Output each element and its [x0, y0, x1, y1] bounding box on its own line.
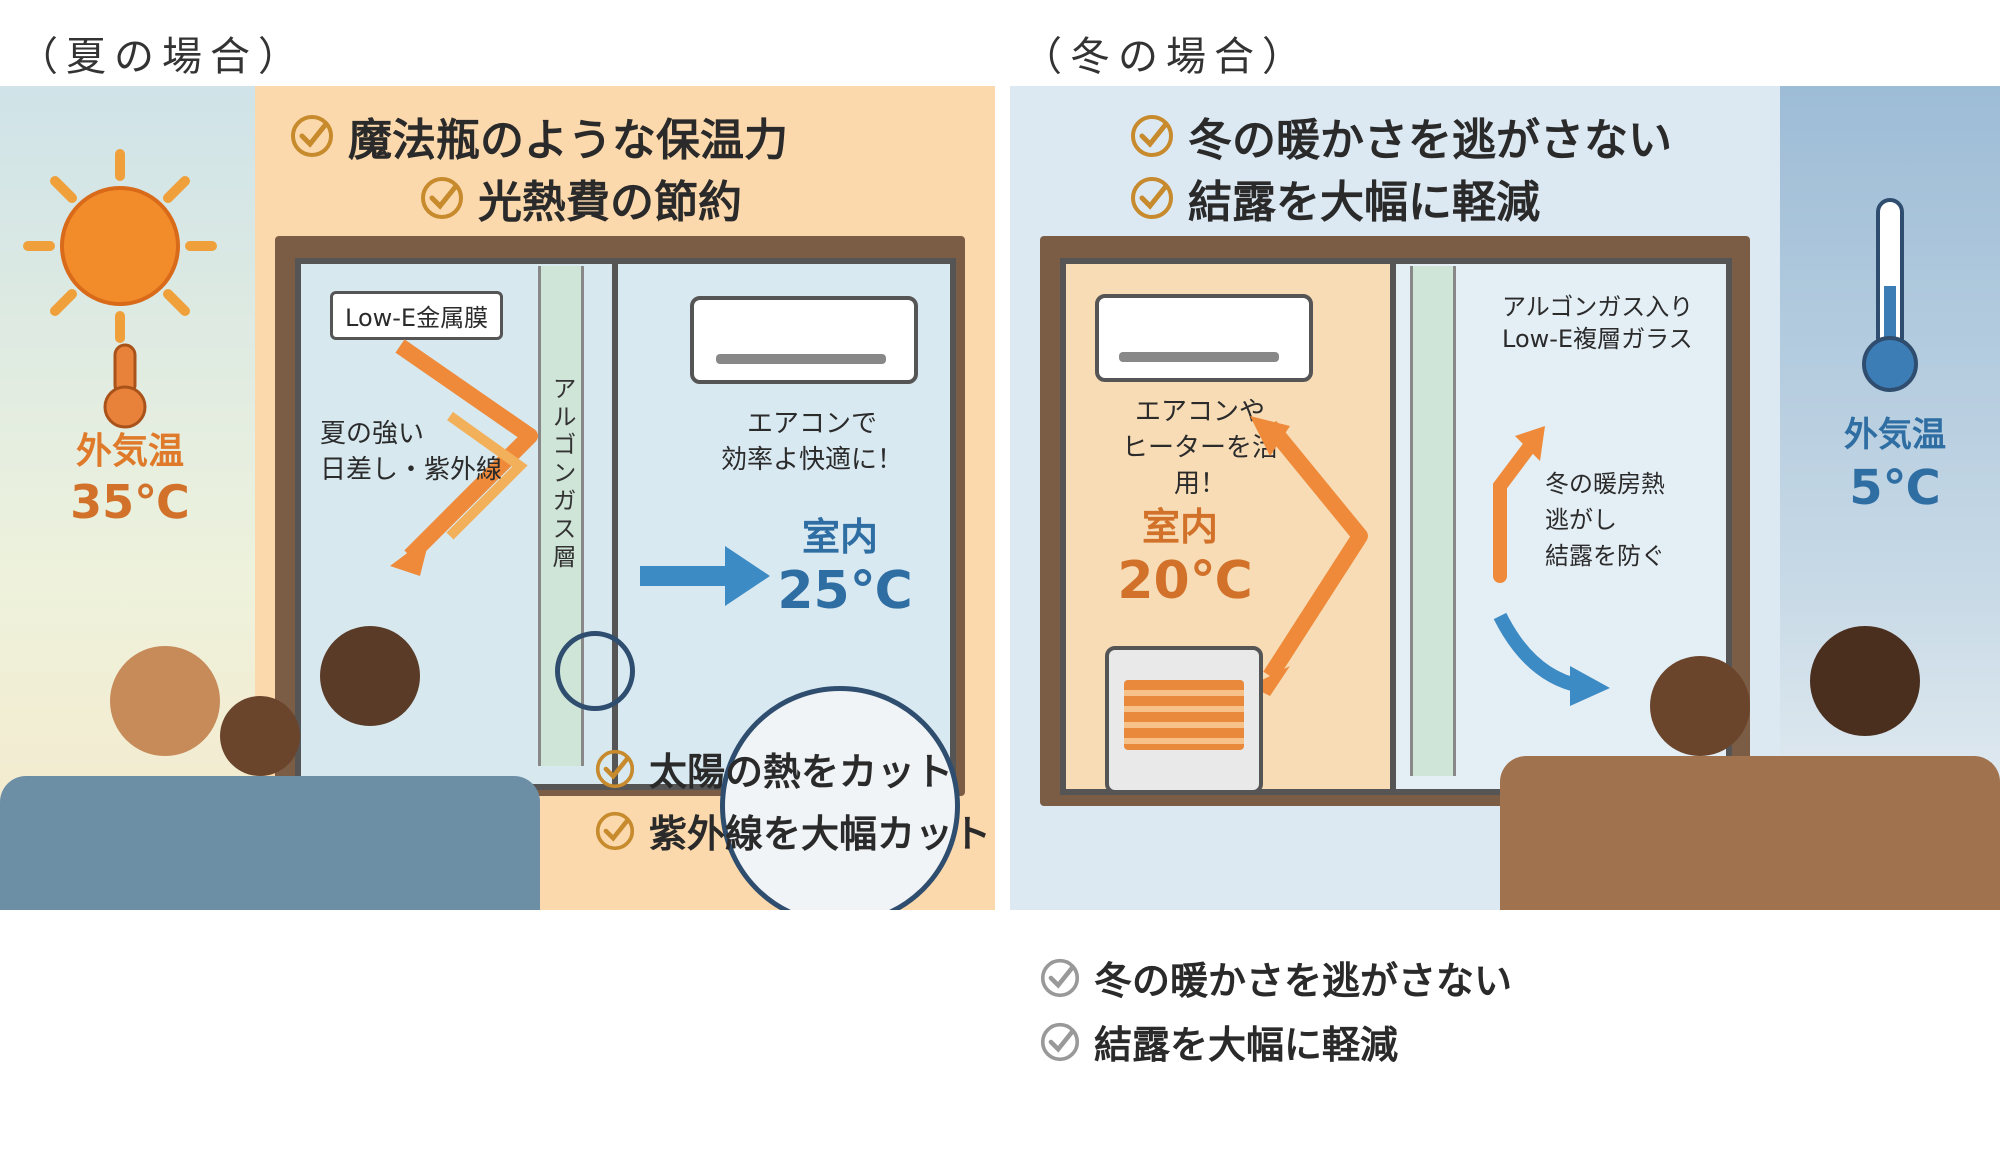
summer-heading: （夏の場合） [18, 34, 306, 80]
thermometer-cold-icon [1862, 198, 1918, 392]
summer-check-bottom-1: 太陽の熱をカット [595, 741, 953, 796]
heat-arrows [1250, 416, 1368, 696]
check-icon [1130, 176, 1174, 220]
winter-glass-label-line-2: Low-E複層ガラス [1502, 325, 1693, 353]
summer-outside-label: 外気温 [75, 431, 184, 472]
check-icon [595, 749, 635, 789]
summer-check-bottom-2-text: 紫外線を大幅カット [649, 812, 992, 856]
winter-outside-label: 外気温 [1844, 415, 1946, 455]
summer-check-bottom-2: 紫外線を大幅カット [595, 803, 991, 858]
argon-layer-label: アルゴンガス層 [548, 376, 576, 572]
glass-magnifier [720, 686, 960, 910]
winter-check-bottom-1: 冬の暖かさを逃がさない [1040, 950, 1512, 1005]
thermometer-hot-icon [103, 343, 147, 429]
summer-check-top-1: 魔法瓶のような保温力 [290, 104, 788, 168]
summer-check-top-2-text: 光熱費の節約 [478, 177, 742, 228]
lowe-film-label: Low-E金属膜 [330, 291, 504, 340]
heat-text-line-2: ヒーターを活用！ [1121, 433, 1278, 499]
sun-text: 夏の強い 日差し・紫外線 [320, 416, 502, 488]
air-conditioner [690, 296, 918, 384]
heat-text: エアコンや ヒーターを活用！ [1100, 394, 1300, 502]
winter-check-top-2: 結露を大幅に軽減 [1130, 166, 1540, 230]
check-icon [1040, 1022, 1080, 1062]
check-icon [1130, 114, 1174, 158]
summer-room-label: 室内 [801, 515, 878, 559]
glass-magnifier-source [555, 631, 635, 711]
winter-air-conditioner [1095, 294, 1313, 382]
winter-check-top-1-text: 冬の暖かさを逃がさない [1188, 115, 1672, 166]
winter-check-bottom-2-text: 結露を大幅に軽減 [1094, 1023, 1399, 1067]
check-icon [420, 176, 464, 220]
heater [1105, 646, 1263, 794]
winter-check-bottom-2: 結露を大幅に軽減 [1040, 1014, 1398, 1069]
check-icon [290, 114, 334, 158]
winter-panel: 外気温 5℃ 冬の暖かさを逃がさない 結露を大幅に軽減 アルゴンガス入り Low… [1010, 86, 2000, 910]
sun-text-line-2: 日差し・紫外線 [320, 455, 503, 485]
winter-room-temp: 20℃ [1117, 551, 1253, 611]
winter-outside-temp: 5℃ [1849, 460, 1941, 516]
check-icon [595, 811, 635, 851]
cool-arrow [640, 546, 770, 606]
winter-heading: （冬の場合） [1022, 34, 1310, 80]
keep-text-line-3: 結露を防ぐ [1545, 542, 1665, 570]
summer-family [90, 626, 470, 846]
winter-check-bottom-1-text: 冬の暖かさを逃がさない [1094, 959, 1513, 1003]
winter-sofa [1500, 756, 2000, 910]
winter-couple [1610, 606, 1950, 826]
winter-glass-label-line-1: アルゴンガス入り [1502, 293, 1694, 321]
ac-text-line-2: 効率よ快適に！ [720, 445, 903, 475]
summer-check-top-1-text: 魔法瓶のような保温力 [348, 115, 788, 166]
winter-room-label: 室内 [1141, 505, 1218, 549]
winter-argon-strip [1410, 266, 1456, 776]
winter-check-top-2-text: 結露を大幅に軽減 [1188, 177, 1540, 228]
summer-panel: 外気温 35℃ 魔法瓶のような保温力 光熱費の節約 アルゴンガス層 Low-E金… [0, 86, 995, 910]
summer-check-bottom-1-text: 太陽の熱をカット [649, 750, 954, 794]
check-icon [1040, 958, 1080, 998]
keep-text-line-2: 逃がし [1545, 506, 1617, 534]
sun-arrows [390, 339, 538, 576]
summer-sofa [0, 776, 540, 910]
keep-text-line-1: 冬の暖房熱 [1545, 470, 1665, 498]
ac-text: エアコンで 効率よ快適に！ [712, 406, 912, 478]
winter-glass-label: アルゴンガス入り Low-E複層ガラス [1502, 291, 1693, 355]
sun-text-line-1: 夏の強い [320, 419, 425, 449]
sun-icon [23, 149, 217, 343]
winter-check-top-1: 冬の暖かさを逃がさない [1130, 104, 1672, 168]
keep-text: 冬の暖房熱 逃がし 結露を防ぐ [1545, 466, 1665, 574]
keep-heat-arrow [1493, 426, 1545, 583]
cold-arrow [1493, 612, 1610, 706]
summer-room-temp: 25℃ [777, 561, 913, 621]
ac-text-line-1: エアコンで [746, 409, 877, 439]
heat-text-line-1: エアコンや [1134, 397, 1265, 427]
summer-outside-temp: 35℃ [70, 475, 190, 529]
summer-check-top-2: 光熱費の節約 [420, 166, 742, 230]
